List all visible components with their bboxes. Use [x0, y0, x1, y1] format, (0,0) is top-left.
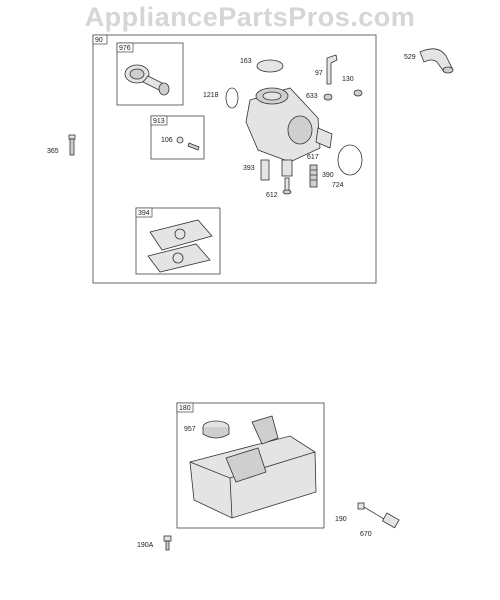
tank-tag-box	[176, 402, 194, 413]
washer-130-part[interactable]	[353, 89, 363, 97]
subkit-913-label: 913	[153, 118, 165, 125]
gasket-163-part[interactable]	[256, 59, 284, 73]
subkit-913-tag	[150, 115, 168, 126]
bolt-190a-part[interactable]	[163, 535, 172, 551]
part-label-1218: 1218	[203, 92, 219, 99]
intake-elbow-part[interactable]	[124, 64, 170, 96]
part-label-163: 163	[240, 58, 252, 65]
subkit-394-frame	[135, 207, 221, 275]
watermark: AppliancePartsPros.com	[84, 2, 416, 32]
carburetor-body-part[interactable]	[245, 87, 321, 177]
assembly-tag-box	[92, 34, 108, 45]
part-label-390: 390	[322, 172, 334, 179]
subkit-976-tag	[116, 42, 134, 53]
part-label-724: 724	[332, 182, 344, 189]
subkit-976-label: 976	[119, 45, 131, 52]
assembly-id-label: 90	[95, 37, 103, 44]
bolt-190-part[interactable]	[357, 502, 385, 520]
fuel-cap-957-part[interactable]	[202, 420, 230, 439]
fuel-tank-assembly-frame	[176, 402, 325, 529]
part-label-190: 190	[335, 516, 347, 523]
carburetor-assembly-frame	[92, 34, 377, 284]
spacer-670-part[interactable]	[381, 512, 400, 529]
spring-390-part[interactable]	[309, 164, 318, 188]
seal-633-part[interactable]	[323, 93, 333, 101]
gasket-set-part[interactable]	[147, 219, 213, 273]
part-label-393: 393	[243, 165, 255, 172]
spring-393-part[interactable]	[260, 159, 270, 181]
bolt-365-part[interactable]	[68, 134, 76, 156]
part-label-957: 957	[184, 426, 196, 433]
subkit-976-frame	[116, 42, 184, 106]
part-label-365: 365	[47, 148, 59, 155]
subkit-394-tag	[135, 207, 153, 218]
float-bowl-724-part[interactable]	[337, 144, 363, 176]
part-label-612: 612	[266, 192, 278, 199]
subkit-394-label: 394	[138, 210, 150, 217]
part-label-97: 97	[315, 70, 323, 77]
oring-1218-part[interactable]	[225, 87, 239, 109]
part-label-670: 670	[360, 531, 372, 538]
part-label-529: 529	[404, 54, 416, 61]
part-label-106: 106	[161, 137, 173, 144]
subkit-913-frame	[150, 115, 205, 160]
part-label-190A: 190A	[137, 542, 154, 549]
fuel-tank-part[interactable]	[189, 415, 317, 519]
elbow-529-part[interactable]	[419, 48, 454, 74]
part-label-130: 130	[342, 76, 354, 83]
fuel-tank-assembly-group: 180 957	[176, 402, 325, 529]
lever-97-part[interactable]	[326, 54, 338, 85]
screw-612-part[interactable]	[282, 177, 292, 195]
part-label-617: 617	[307, 154, 319, 161]
tank-assembly-id-label: 180	[179, 405, 191, 412]
part-label-633: 633	[306, 93, 318, 100]
carburetor-assembly-group: 90 976 913 106 394	[92, 34, 377, 284]
gasket-617-part[interactable]	[315, 127, 333, 149]
needle-valve-part[interactable]	[176, 136, 200, 151]
